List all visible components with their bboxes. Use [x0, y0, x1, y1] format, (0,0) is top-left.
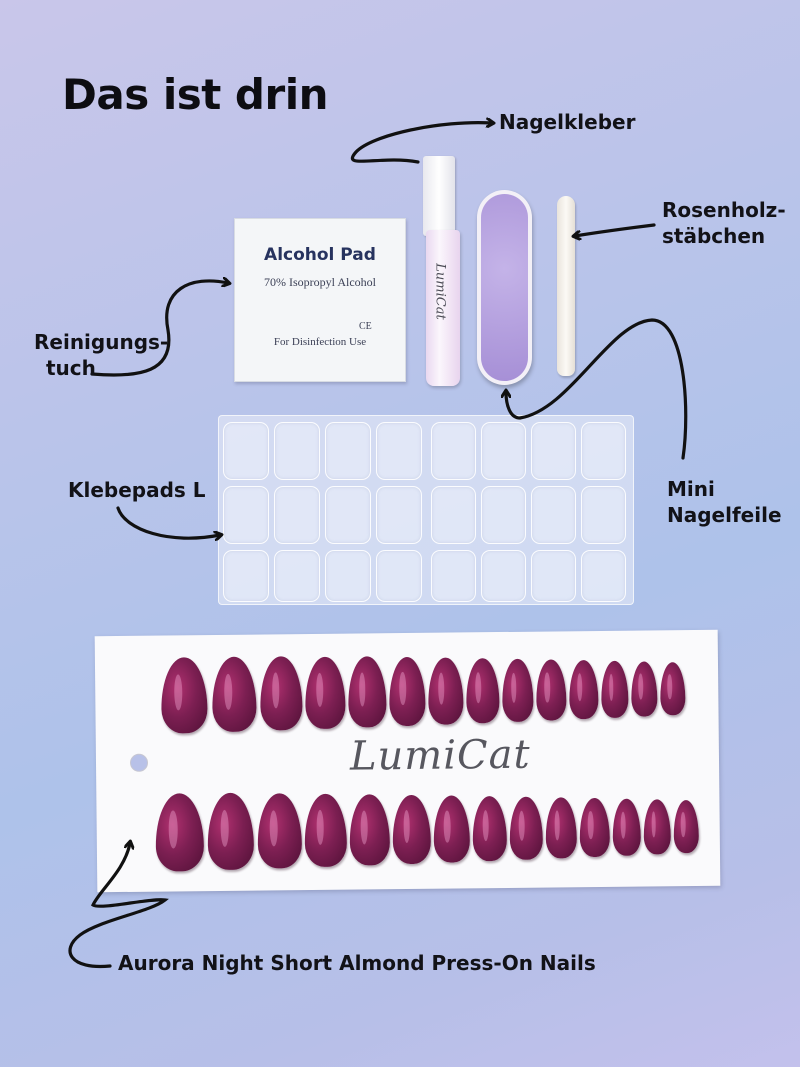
alcohol-pad: Alcohol Pad 70% Isopropyl Alcohol CE For…	[234, 218, 406, 382]
label-nagelkleber: Nagelkleber	[499, 110, 636, 134]
arrow-reinigung	[90, 281, 228, 377]
adhesive-tab	[431, 486, 476, 544]
adhesive-tab	[376, 550, 422, 602]
alcohol-pad-usage: For Disinfection Use	[273, 336, 367, 348]
adhesive-tab	[531, 486, 576, 544]
label-mini: Mini	[667, 477, 715, 501]
label-nagelfeile: Nagelfeile	[667, 503, 782, 527]
label-reinigung-line1: Reinigungs-	[34, 330, 169, 354]
file-surface	[481, 194, 528, 381]
label-nails: Aurora Night Short Almond Press-On Nails	[118, 951, 596, 975]
label-klebepads: Klebepads L	[68, 478, 206, 502]
adhesive-tab	[274, 486, 320, 544]
adhesive-tab	[274, 422, 320, 480]
adhesive-tab	[431, 550, 476, 602]
adhesive-tab	[581, 486, 626, 544]
arrow-nagelfeile	[506, 318, 688, 460]
ce-mark: CE	[359, 321, 372, 332]
adhesive-tab	[481, 550, 526, 602]
label-reinigung-line2: tuch	[46, 356, 96, 380]
alcohol-pad-subtitle: 70% Isopropyl Alcohol	[264, 275, 376, 289]
adhesive-tab	[223, 422, 269, 480]
arrow-nagelkleber	[350, 123, 492, 164]
adhesive-tab	[481, 486, 526, 544]
mini-nail-file	[477, 190, 532, 385]
arrow-klebepads	[116, 506, 220, 538]
label-rosenholz-line1: Rosenholz-	[662, 198, 786, 222]
adhesive-tab	[531, 422, 576, 480]
adhesive-tabs-right	[431, 422, 626, 602]
arrow-rosenholz	[575, 223, 656, 236]
adhesive-tab-sheet	[218, 415, 634, 605]
rosewood-stick	[557, 196, 575, 376]
adhesive-tab	[223, 486, 269, 544]
adhesive-tab	[325, 422, 371, 480]
adhesive-tabs-left	[223, 422, 422, 602]
adhesive-tab	[325, 550, 371, 602]
adhesive-tab	[325, 486, 371, 544]
glue-cap	[423, 156, 455, 236]
adhesive-tab	[481, 422, 526, 480]
adhesive-tab	[581, 550, 626, 602]
adhesive-tab	[376, 486, 422, 544]
adhesive-tab	[223, 550, 269, 602]
adhesive-tab	[581, 422, 626, 480]
adhesive-tab	[376, 422, 422, 480]
adhesive-tab	[531, 550, 576, 602]
page-title: Das ist drin	[62, 70, 329, 119]
arrow-nails	[68, 843, 169, 969]
nail-glue-bottle: LumiCat	[426, 230, 460, 386]
alcohol-pad-title: Alcohol Pad	[264, 245, 376, 265]
label-rosenholz-line2: stäbchen	[662, 224, 766, 248]
adhesive-tab	[274, 550, 320, 602]
adhesive-tab	[431, 422, 476, 480]
